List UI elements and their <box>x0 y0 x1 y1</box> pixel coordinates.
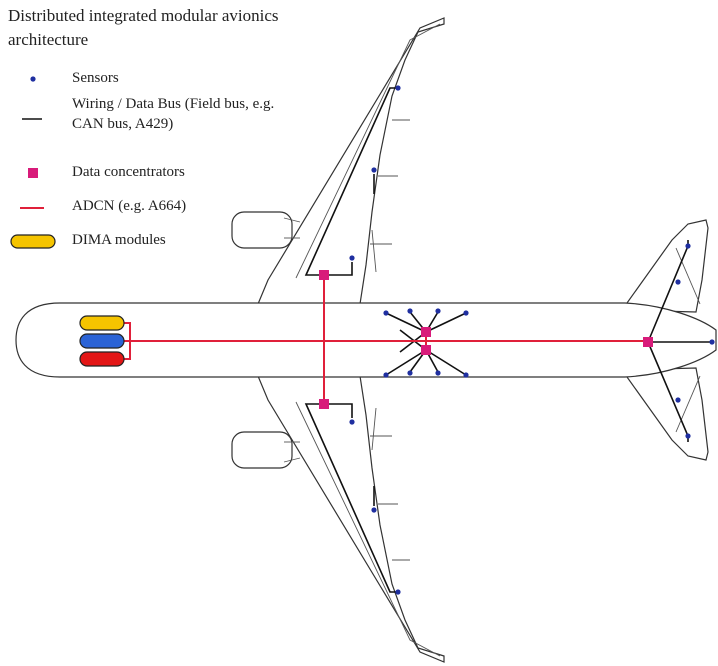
legend-item-sensors: Sensors <box>0 68 300 92</box>
sensor-symbol <box>30 76 36 82</box>
sensor <box>407 370 413 376</box>
sensor <box>349 419 355 425</box>
legend-label: ADCN (e.g. A664) <box>72 198 187 214</box>
sensor <box>435 308 441 314</box>
dima-module-yellow <box>79 315 125 331</box>
diagram-title: Distributed integrated modular avionics … <box>8 6 279 49</box>
dima-module-symbol <box>10 234 56 249</box>
legend-item-concentrators: Data concentrators <box>0 162 300 186</box>
sensors-group <box>349 85 715 595</box>
concentrator-symbol <box>28 168 38 178</box>
concentrator-fuselage-upper <box>421 327 431 337</box>
sensor <box>463 310 469 316</box>
upper-stabilizer <box>620 219 709 313</box>
sensor <box>685 433 691 439</box>
sensor <box>463 372 469 378</box>
lower-wing <box>257 375 445 663</box>
data-concentrators <box>319 270 653 409</box>
legend-label: Wiring / Data Bus (Field bus, e.g. CAN b… <box>72 96 275 132</box>
sensor <box>407 308 413 314</box>
sensor <box>675 397 681 403</box>
sensor <box>371 167 377 173</box>
sensor <box>383 372 389 378</box>
dima-module-red <box>79 351 125 367</box>
adcn-symbol <box>20 207 44 209</box>
wiring-symbol <box>22 118 42 120</box>
sensor <box>709 339 715 345</box>
lower-engine <box>231 431 293 469</box>
concentrator-upper-wing <box>319 270 329 280</box>
legend-item-dima: DIMA modules <box>0 230 300 254</box>
dima-modules <box>79 315 125 367</box>
legend-label: Sensors <box>72 70 119 86</box>
sensor <box>383 310 389 316</box>
concentrator-fuselage-lower <box>421 345 431 355</box>
sensor <box>349 255 355 261</box>
concentrator-tail <box>643 337 653 347</box>
legend-label: DIMA modules <box>72 232 166 248</box>
legend-item-wiring: Wiring / Data Bus (Field bus, e.g. CAN b… <box>0 94 300 132</box>
sensor <box>435 370 441 376</box>
upper-wing <box>257 17 445 305</box>
upper-engine <box>231 211 293 249</box>
legend-item-adcn: ADCN (e.g. A664) <box>0 196 300 220</box>
sensor <box>371 507 377 513</box>
dima-module-blue <box>79 333 125 349</box>
sensor <box>395 85 401 91</box>
legend-label: Data concentrators <box>72 164 185 180</box>
sensor <box>395 589 401 595</box>
concentrator-lower-wing <box>319 399 329 409</box>
sensor <box>675 279 681 285</box>
sensor <box>685 243 691 249</box>
